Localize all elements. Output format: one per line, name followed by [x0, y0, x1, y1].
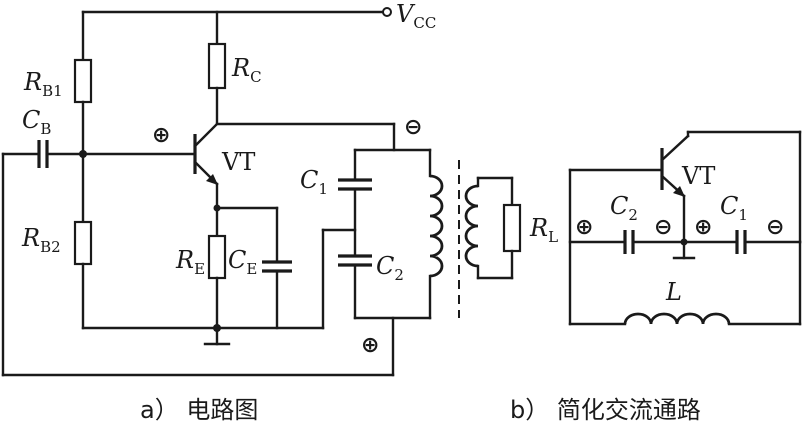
vt-label-b: VT	[681, 162, 715, 190]
caption-b: b） 简化交流通路	[510, 396, 701, 424]
c1-label-b: C1	[720, 192, 748, 224]
plus-sign-icon: ⊕	[152, 123, 170, 148]
diagram-a-circuit	[1, 7, 522, 377]
c1-label-a: C1	[300, 166, 328, 198]
resistor-rc	[207, 42, 227, 90]
vcc-terminal	[382, 7, 392, 17]
rb1-label: RB1	[23, 68, 63, 100]
caption-a: a） 电路图	[140, 396, 258, 424]
ce-label: CE	[228, 246, 257, 278]
inductor-l	[623, 312, 731, 325]
rc-label: RC	[231, 54, 262, 86]
resistor-rb1	[73, 58, 93, 104]
plus-sign-icon: ⊕	[694, 215, 712, 240]
transformer-primary-coil	[429, 174, 444, 278]
transformer-secondary-coil	[464, 184, 479, 268]
resistor-rl	[502, 203, 522, 253]
resistor-rb2	[73, 220, 93, 266]
rl-label: RL	[529, 214, 558, 246]
transistor-vt-a	[193, 122, 219, 186]
minus-sign-icon: ⊖	[766, 215, 784, 240]
inductor-label: L	[665, 278, 682, 306]
vcc-label: VCC	[396, 0, 436, 32]
re-label: RE	[175, 246, 205, 278]
vt-label-a: VT	[221, 148, 255, 176]
plus-sign-icon: ⊕	[361, 333, 379, 358]
diagram-b-circuit	[568, 130, 802, 326]
plus-sign-icon: ⊕	[575, 215, 593, 240]
c2-label-a: C2	[376, 252, 404, 284]
rb2-label: RB2	[21, 224, 61, 256]
minus-sign-icon: ⊖	[404, 115, 422, 140]
minus-sign-icon: ⊖	[654, 215, 672, 240]
cb-label: CB	[22, 106, 51, 138]
c2-label-b: C2	[610, 192, 638, 224]
resistor-re	[207, 234, 227, 280]
